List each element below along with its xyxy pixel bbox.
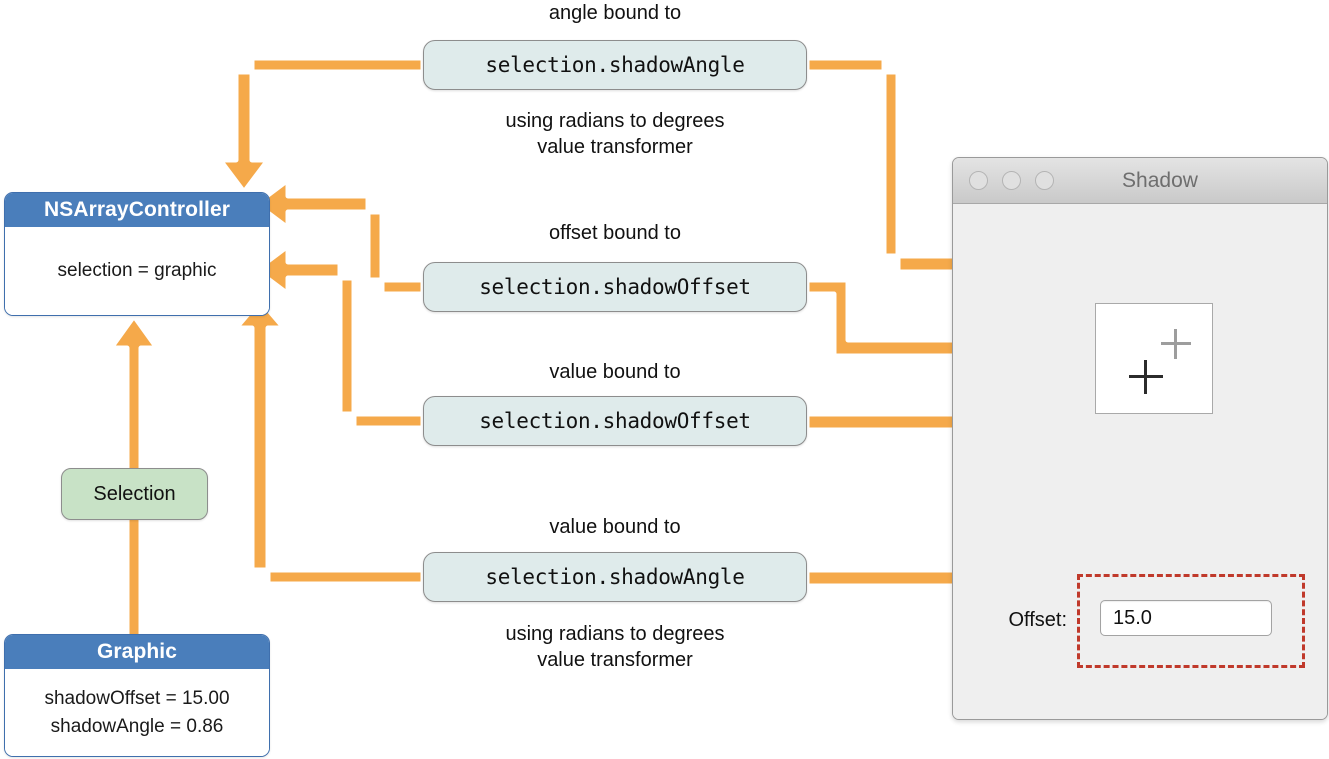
caption-angle-bound-to: angle bound to — [548, 2, 682, 24]
offset-field-label: Offset: — [1008, 609, 1067, 631]
nsarraycontroller-title: NSArrayController — [5, 193, 269, 227]
caption-angle-transformer: using radians to degrees value transform… — [505, 110, 725, 158]
nsarraycontroller-selection-line: selection = graphic — [57, 260, 217, 281]
shadow-preview-swatch[interactable] — [1095, 303, 1213, 414]
offset-binding-highlight — [1077, 574, 1305, 668]
keypath-box-angle-top: selection.shadowAngle — [423, 40, 807, 90]
keypath-text-angle-top: selection.shadowAngle — [485, 53, 745, 77]
keypath-box-offset-preview: selection.shadowOffset — [423, 262, 807, 312]
caption-angle-value-transformer: using radians to degrees value transform… — [505, 623, 725, 671]
keypath-text-offset-preview: selection.shadowOffset — [479, 275, 751, 299]
shadow-origin-crosshair-icon — [1161, 329, 1191, 359]
keypath-text-angle-value: selection.shadowAngle — [485, 565, 745, 589]
selection-relationship-text: Selection — [93, 482, 176, 505]
selection-relationship-label: Selection — [61, 468, 208, 520]
graphic-shadowoffset-line: shadowOffset = 15.00 — [44, 687, 230, 709]
shadow-offset-crosshair-icon[interactable] — [1129, 360, 1163, 394]
nsarraycontroller-box: NSArrayController selection = graphic — [4, 192, 270, 316]
window-content: Offset: 15.0 Angle: 28.00 — [953, 204, 1327, 719]
graphic-shadowangle-line: shadowAngle = 0.86 — [50, 715, 224, 737]
keypath-box-offset-value: selection.shadowOffset — [423, 396, 807, 446]
shadow-window[interactable]: Shadow Offset: 15.0 Angle: 28.00 — [952, 157, 1328, 720]
zoom-button[interactable] — [1035, 171, 1054, 190]
keypath-text-offset-value: selection.shadowOffset — [479, 409, 751, 433]
caption-offset-value-bound-to: value bound to — [549, 361, 681, 383]
graphic-box: Graphic shadowOffset = 15.00 shadowAngle… — [4, 634, 270, 757]
keypath-box-angle-value: selection.shadowAngle — [423, 552, 807, 602]
arrow-offsetvalue-to-controller — [253, 243, 426, 431]
arrow-offset-to-controller — [253, 177, 426, 297]
close-button[interactable] — [969, 171, 988, 190]
graphic-body: shadowOffset = 15.00 shadowAngle = 0.86 — [5, 669, 269, 756]
caption-angle-value-bound-to: value bound to — [549, 516, 681, 538]
graphic-title: Graphic — [5, 635, 269, 669]
window-title: Shadow — [1122, 169, 1198, 192]
nsarraycontroller-body: selection = graphic — [5, 227, 269, 315]
caption-offset-bound-to: offset bound to — [549, 222, 681, 244]
arrow-angle-to-controller — [217, 55, 426, 195]
offset-input[interactable]: 15.0 — [1100, 600, 1272, 636]
minimize-button[interactable] — [1002, 171, 1021, 190]
arrow-anglevalue-to-controller — [233, 297, 426, 587]
window-titlebar[interactable]: Shadow — [953, 158, 1327, 204]
